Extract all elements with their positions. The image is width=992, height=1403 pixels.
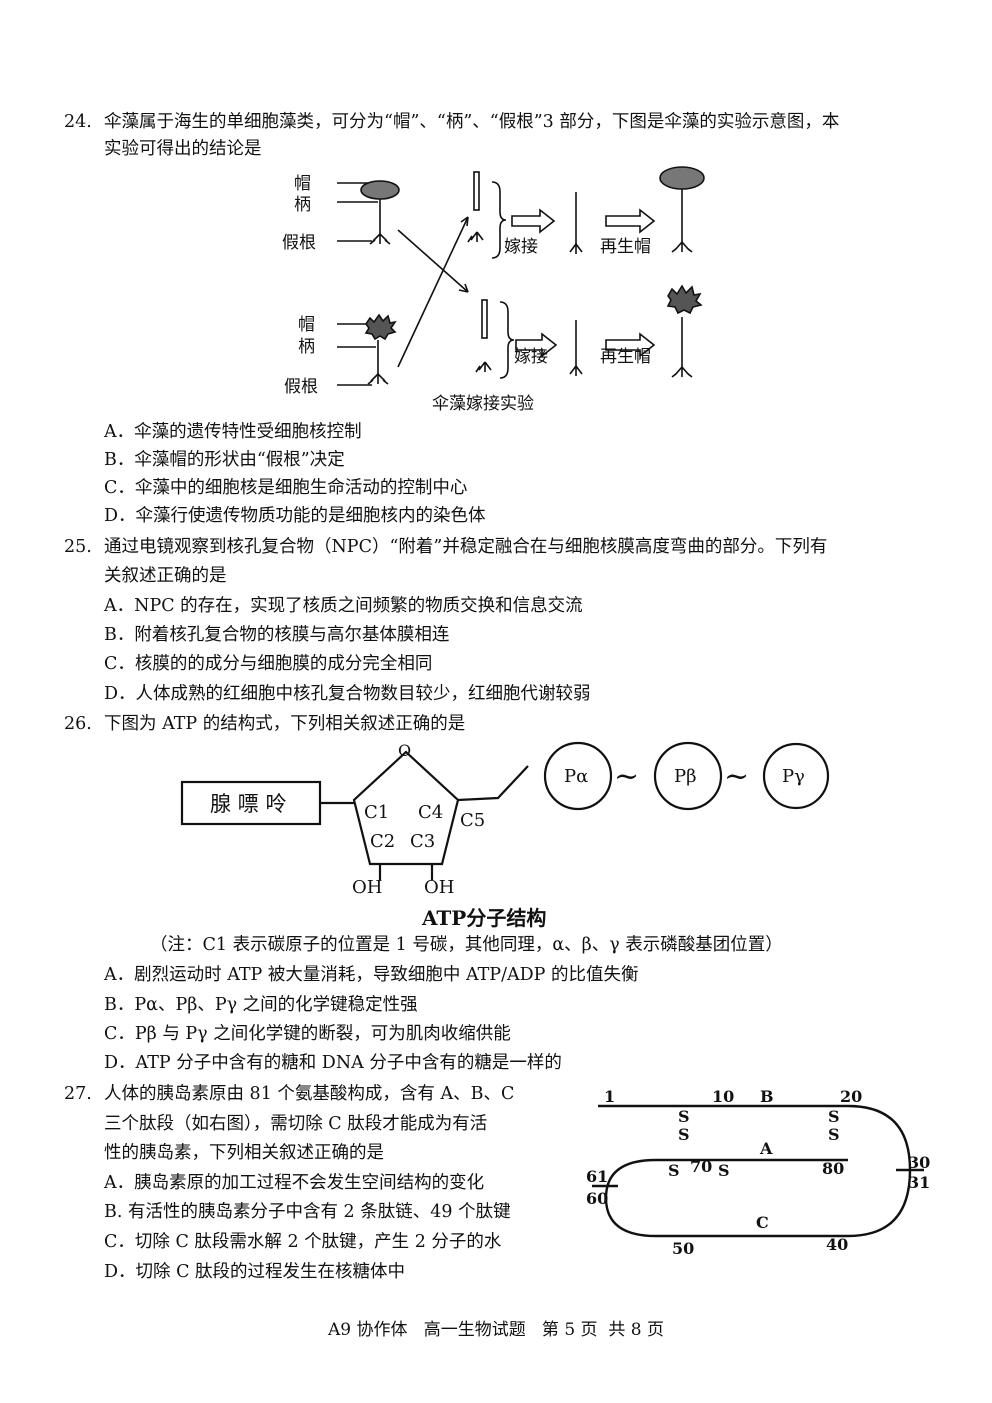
q25-option-c: C．核膜的的成分与细胞膜的成分完全相同 bbox=[104, 654, 433, 674]
q25-stem-line2: 关叙述正确的是 bbox=[104, 566, 227, 586]
q24-label-regen-bottom: 再生帽 bbox=[600, 347, 651, 367]
q26-atp-figure: 腺 嘌 呤 O C1 C4 C2 C3 C5 OH OH Pα Pβ Pγ ~ … bbox=[180, 741, 830, 930]
q24-label-regen-top: 再生帽 bbox=[600, 237, 651, 257]
q24-stem-line2: 实验可得出的结论是 bbox=[104, 139, 262, 159]
q25-option-a: A．NPC 的存在，实现了核质之间频繁的物质交换和信息交流 bbox=[104, 596, 583, 616]
q24-arrow-cross-down bbox=[397, 229, 469, 293]
q26-number: 26. bbox=[64, 714, 92, 734]
q24-cap-lobed bbox=[364, 313, 397, 341]
q26-ribose-ring bbox=[352, 750, 460, 866]
q24-arrow-graft-bottom bbox=[515, 332, 558, 358]
q27-pos-70: 70 bbox=[690, 1157, 712, 1176]
q24-arrow-regen-top bbox=[605, 208, 656, 234]
q27-option-a: A．胰岛素原的加工过程不会发生空间结构的变化 bbox=[104, 1173, 485, 1193]
q24-arrow-regen-bottom bbox=[605, 332, 656, 358]
q26-figure-caption: ATP分子结构 bbox=[421, 906, 546, 930]
q27-pos-80: 80 bbox=[822, 1159, 844, 1178]
q26-adenine-label: 腺 嘌 呤 bbox=[210, 792, 286, 816]
q27-disulfide-s1: S bbox=[678, 1107, 690, 1126]
q26-note: （注：C1 表示碳原子的位置是 1 号碳，其他同理，α、β、γ 表示磷酸基团位置… bbox=[150, 935, 783, 955]
q27-pos-61: 61 bbox=[586, 1167, 608, 1186]
q27-option-d: D．切除 C 肽段的过程发生在核糖体中 bbox=[104, 1262, 406, 1282]
q26-c5: C5 bbox=[460, 810, 485, 831]
q27-pos-40: 40 bbox=[826, 1235, 848, 1254]
q26-ring-oxygen: O bbox=[398, 741, 411, 760]
q25-number: 25. bbox=[64, 537, 92, 557]
q26-oh-right: OH bbox=[424, 877, 454, 898]
q24-figure-caption: 伞藻嫁接实验 bbox=[432, 394, 534, 414]
q24-label-stalk-top: 柄 bbox=[294, 195, 311, 215]
q26-option-c: C．Pβ 与 Pγ 之间化学键的断裂，可为肌肉收缩供能 bbox=[104, 1024, 511, 1044]
q26-c4: C4 bbox=[418, 802, 443, 823]
q27-c-peptide bbox=[604, 1158, 912, 1238]
q26-p-gamma-label: Pγ bbox=[782, 766, 805, 787]
q26-p-alpha bbox=[543, 741, 613, 811]
q27-disulfide-s4: S bbox=[828, 1125, 840, 1144]
q26-c3: C3 bbox=[410, 831, 435, 852]
q24-label-cap-bottom: 帽 bbox=[298, 315, 315, 335]
q27-stem-line1: 人体的胰岛素原由 81 个氨基酸构成，含有 A、B、C bbox=[104, 1084, 515, 1104]
q24-label-graft-bottom: 嫁接 bbox=[514, 347, 548, 367]
q27-label-a: A bbox=[759, 1139, 773, 1158]
q26-p-gamma bbox=[762, 742, 830, 810]
q27-disulfide-s2: S bbox=[678, 1125, 690, 1144]
q26-option-b: B．Pα、Pβ、Pγ 之间的化学键稳定性强 bbox=[104, 995, 418, 1015]
q27-pos-20: 20 bbox=[840, 1087, 862, 1106]
q25-option-d: D．人体成熟的红细胞中核孔复合物数目较少，红细胞代谢较弱 bbox=[104, 684, 591, 704]
q26-option-d: D．ATP 分子中含有的糖和 DNA 分子中含有的糖是一样的 bbox=[104, 1053, 562, 1073]
q24-arrow-graft-top bbox=[511, 208, 556, 234]
q24-label-stalk-bottom: 柄 bbox=[298, 337, 315, 357]
q24-option-a: A．伞藻的遗传特性受细胞核控制 bbox=[104, 422, 362, 442]
q26-high-energy-bond-1: ~ bbox=[614, 759, 639, 794]
q24-option-c: C．伞藻中的细胞核是细胞生命活动的控制中心 bbox=[104, 478, 468, 498]
q26-c2: C2 bbox=[370, 831, 395, 852]
q24-stem-line1: 伞藻属于海生的单细胞藻类，可分为“帽”、“柄”、“假根”3 部分，下图是伞藻的实… bbox=[104, 112, 840, 132]
q26-high-energy-bond-2: ~ bbox=[724, 759, 749, 794]
q27-pos-31: 31 bbox=[908, 1173, 930, 1192]
q27-number: 27. bbox=[64, 1084, 92, 1104]
q26-p-alpha-label: Pα bbox=[564, 766, 588, 787]
q24-option-d: D．伞藻行使遗传物质功能的是细胞核内的染色体 bbox=[104, 506, 486, 526]
q24-label-rhizoid-top: 假根 bbox=[282, 233, 316, 253]
q25-stem-line1: 通过电镜观察到核孔复合物（NPC）“附着”并稳定融合在与细胞核膜高度弯曲的部分。… bbox=[104, 537, 828, 557]
q26-oh-left: OH bbox=[352, 877, 382, 898]
q27-pos-30: 30 bbox=[908, 1153, 930, 1172]
q24-label-rhizoid-bottom: 假根 bbox=[284, 377, 318, 397]
q26-p-beta-label: Pβ bbox=[674, 766, 697, 787]
q27-pos-10: 10 bbox=[712, 1087, 734, 1106]
q26-p-beta bbox=[653, 741, 723, 811]
q27-stem-line3: 性的胰岛素，下列相关叙述正确的是 bbox=[104, 1143, 384, 1163]
q24-arrow-cross-up bbox=[397, 216, 469, 368]
q26-option-a: A．剧烈运动时 ATP 被大量消耗，导致细胞中 ATP/ADP 的比值失衡 bbox=[104, 965, 639, 985]
q27-option-b: B. 有活性的胰岛素分子中含有 2 条肽链、49 个肽键 bbox=[104, 1202, 511, 1222]
q24-graft-figure: 帽 柄 假根 帽 柄 假根 嫁接 再生帽 嫁接 再生帽 伞藻嫁接实验 bbox=[282, 166, 705, 414]
q27-option-c: C．切除 C 肽段需水解 2 个肽键，产生 2 分子的水 bbox=[104, 1232, 502, 1252]
q27-proinsulin-figure: 1 10 B 20 S S S S A S 70 S 80 30 31 61 6… bbox=[586, 1087, 930, 1258]
q24-regen-cap-round bbox=[659, 166, 705, 190]
q27-pos-60: 60 bbox=[586, 1189, 608, 1208]
q27-label-b: B bbox=[760, 1087, 774, 1106]
q25-option-b: B．附着核孔复合物的核膜与高尔基体膜相连 bbox=[104, 625, 450, 645]
q26-stem: 下图为 ATP 的结构式，下列相关叙述正确的是 bbox=[104, 714, 466, 734]
q24-option-b: B．伞藻帽的形状由“假根”决定 bbox=[104, 450, 345, 470]
q27-pos-1: 1 bbox=[604, 1087, 615, 1106]
q24-label-cap-top: 帽 bbox=[294, 174, 311, 194]
q27-disulfide-s3: S bbox=[828, 1107, 840, 1126]
q27-label-c: C bbox=[756, 1213, 769, 1232]
q24-label-graft-top: 嫁接 bbox=[504, 237, 538, 257]
q27-disulfide-s5: S bbox=[668, 1161, 680, 1180]
q27-stem-line2: 三个肽段（如右图），需切除 C 肽段才能成为有活 bbox=[104, 1114, 488, 1134]
q24-regen-cap-lobed bbox=[666, 284, 703, 315]
q27-pos-50: 50 bbox=[672, 1239, 694, 1258]
q27-b-chain bbox=[598, 1104, 912, 1171]
q24-number: 24. bbox=[64, 112, 92, 132]
q26-c1: C1 bbox=[364, 802, 389, 823]
page-footer: A9 协作体 高一生物试题 第 5 页 共 8 页 bbox=[328, 1320, 664, 1340]
q27-disulfide-s6: S bbox=[718, 1161, 730, 1180]
